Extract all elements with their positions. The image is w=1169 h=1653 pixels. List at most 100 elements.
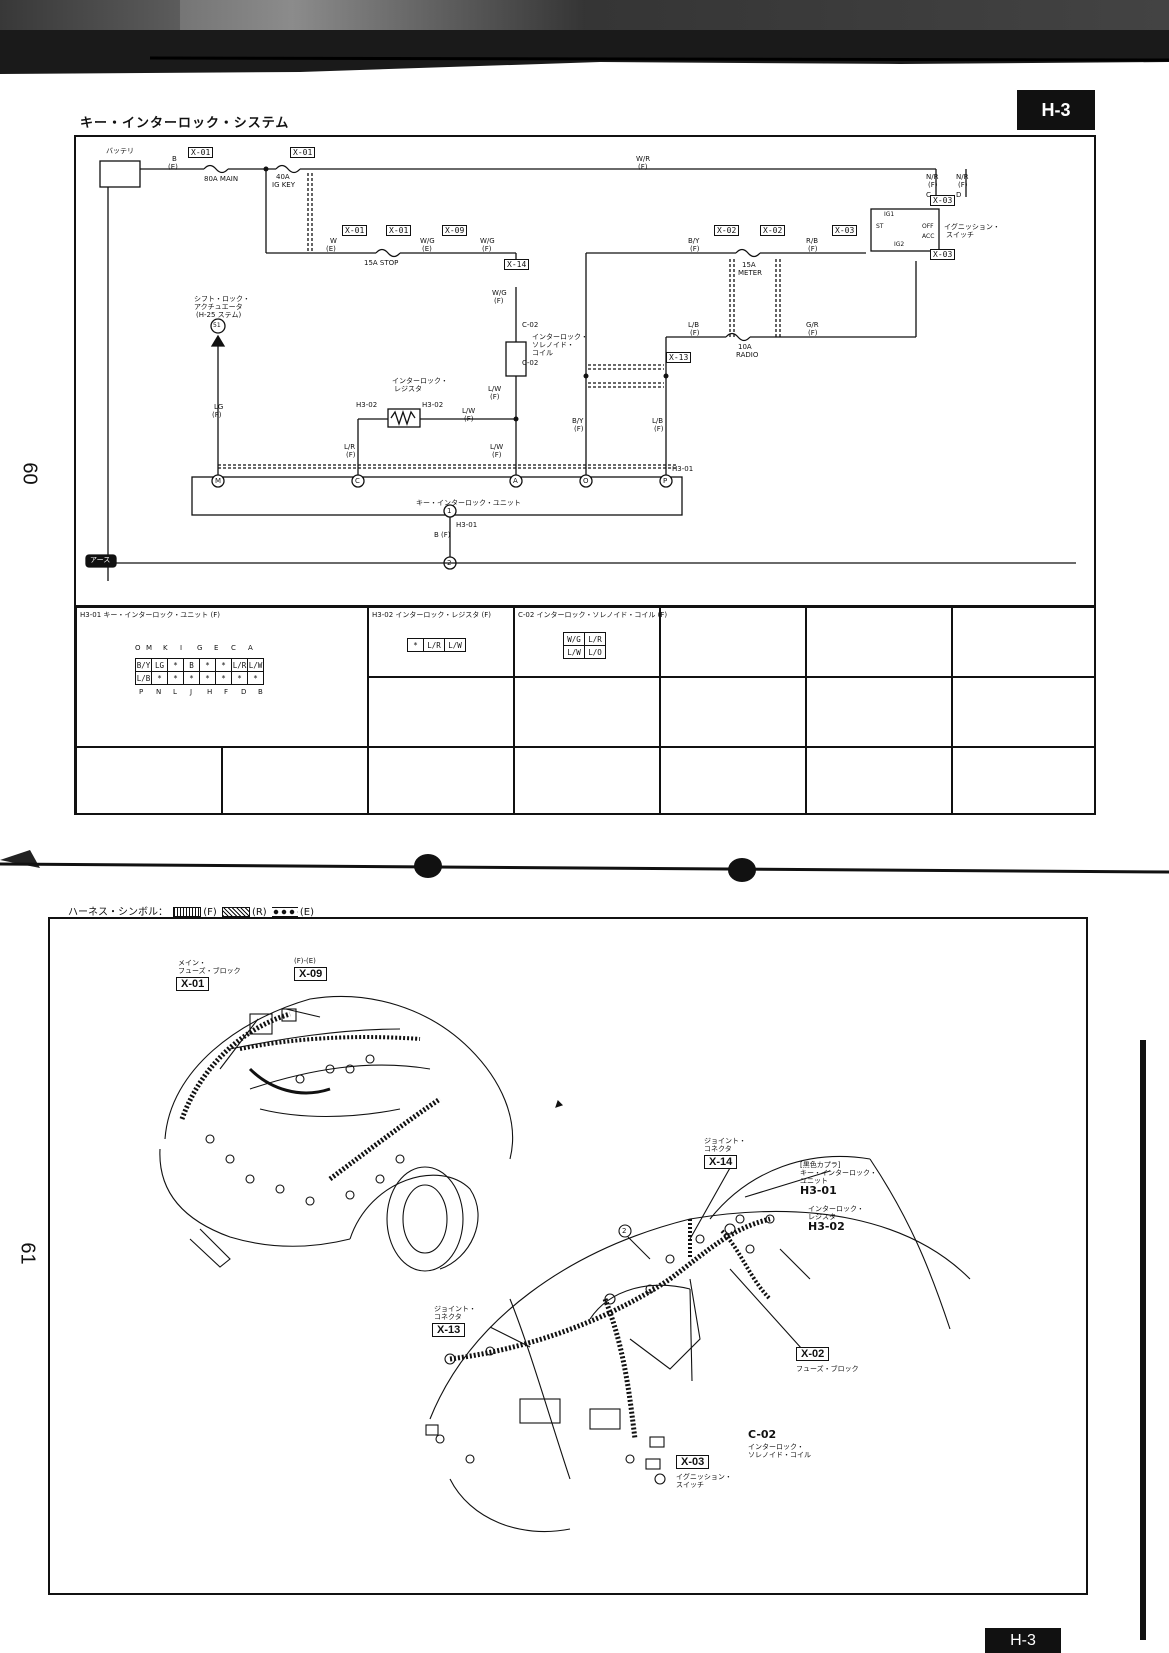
unit-pin-c: C: [355, 477, 360, 485]
page-tab-bottom: H-3: [985, 1628, 1061, 1653]
wire-lr-harness: (F): [346, 451, 356, 459]
c02-row-2: L/W L/O: [563, 645, 606, 659]
switch-term-d: D: [956, 191, 962, 199]
wire-by2-harness: (F): [574, 425, 584, 433]
wire-we-color: W: [330, 237, 337, 245]
wire-lg-harness: (F): [212, 411, 222, 419]
h301-bot-d: D: [241, 688, 247, 696]
callout-x03: X-03: [676, 1455, 710, 1469]
wire-wr-harness: (F): [638, 163, 648, 171]
ground-pin-1: 1: [447, 507, 452, 515]
unit-label: キー・インターロック・ユニット: [416, 499, 521, 507]
wire-lb2-harness: (F): [654, 425, 664, 433]
shift-lock-label-1: シフト・ロック・: [194, 295, 250, 303]
h301-bot-p: P: [139, 688, 144, 696]
h301-caption: H3-01 キー・インターロック・ユニット (F): [80, 611, 220, 619]
c02-cell: L/W: [563, 645, 585, 659]
h301-row-2: L/B * * * * * * *: [135, 671, 264, 685]
c02-harness-caption-1: インターロック・: [748, 1443, 804, 1451]
h301-top-o: O: [135, 644, 141, 652]
wire-by-harness: (F): [690, 245, 700, 253]
connector-x02-a: X-02: [714, 225, 740, 236]
h301-cell: *: [167, 671, 184, 685]
callout-x13: X-13: [432, 1323, 466, 1337]
h301-top-e: E: [214, 644, 219, 652]
cell-empty: [76, 747, 222, 815]
section-title: キー・インターロック・システム: [80, 116, 290, 131]
battery-label: バッテリ: [106, 147, 134, 155]
unit-pin-a: A: [513, 477, 518, 485]
wire-bf: B (F): [434, 531, 451, 539]
fuse-meter-name: METER: [738, 269, 763, 277]
h301-top-k: K: [163, 644, 168, 652]
fuse-radio-name: RADIO: [736, 351, 759, 359]
shift-lock-label-3: (H-25 ステム): [196, 311, 242, 319]
cell-h302: H3-02 インターロック・レジスタ (F) * L/R L/W: [368, 607, 514, 677]
ign-term-ig1: IG1: [884, 211, 895, 218]
cell-empty: [806, 607, 952, 677]
cell-h301: H3-01 キー・インターロック・ユニット (F) B/Y LG * B * *…: [76, 607, 368, 747]
scan-edge-right: [1140, 1040, 1146, 1640]
wire-wgf-color: W/G: [480, 237, 495, 245]
legend-e-swatch: [271, 907, 298, 917]
cell-empty: [952, 747, 1096, 815]
wire-lw3-color: L/W: [490, 443, 504, 451]
h301-cell: B/Y: [135, 658, 152, 672]
h301-cell: *: [167, 658, 184, 672]
h301-top-c: C: [231, 644, 236, 652]
wire-by2-color: B/Y: [572, 417, 584, 425]
h301-harness-caption-3: ユニット: [800, 1177, 828, 1185]
h302-left: H3-02: [356, 401, 378, 409]
h302-cell: L/W: [444, 638, 466, 652]
h301-cell: *: [199, 658, 216, 672]
c02-top: C-02: [522, 321, 539, 329]
page-tab-top: H-3: [1017, 90, 1095, 130]
h301-cell: *: [215, 658, 232, 672]
fuse-main: 80A MAIN: [204, 175, 239, 183]
h301-top-a: A: [248, 644, 253, 652]
shift-lock-label-2: アクチュエータ: [194, 303, 243, 311]
connector-x01-c: X-01: [342, 225, 368, 236]
h301-harness-caption-2: キー・インターロック・: [800, 1169, 877, 1177]
h301-bot-n: N: [156, 688, 162, 696]
callout-x09: X-09: [294, 967, 328, 981]
fuse-meter-amp: 15A: [742, 261, 756, 269]
h301-top-m: M: [146, 644, 153, 652]
wire-lw3-harness: (F): [492, 451, 502, 459]
h301-row-1: B/Y LG * B * * L/R L/W: [135, 658, 264, 672]
shift-lock-number: 51: [213, 322, 221, 329]
unit-pin-o: O: [583, 477, 589, 485]
wire-by-color: B/Y: [688, 237, 700, 245]
legend-e: (E): [299, 907, 315, 918]
fe-caption: (F)-(E): [294, 957, 316, 965]
main-fuse-caption-1: メイン・: [178, 959, 206, 967]
harness-legend: ハーネス・シンボル： (F) (R) (E): [68, 903, 314, 918]
wire-nr1-harness: (F): [928, 181, 938, 189]
c02-bottom: C-02: [522, 359, 539, 367]
connector-table: H3-01 キー・インターロック・ユニット (F) B/Y LG * B * *…: [74, 605, 1096, 815]
cell-empty: [514, 677, 660, 747]
x03-caption-1: イグニッション・: [676, 1473, 732, 1481]
wire-lb2-color: L/B: [652, 417, 664, 425]
h301-ground: H3-01: [456, 521, 478, 529]
h301-unit: H3-01: [672, 465, 694, 473]
fuse-ig-key-name: IG KEY: [272, 181, 296, 189]
wire-rb-color: R/B: [806, 237, 819, 245]
wiring-lines: [85, 160, 1076, 581]
c02-caption: C-02 インターロック・ソレノイド・コイル (F): [518, 611, 668, 619]
unit-pin-m: M: [215, 477, 222, 485]
h302-right: H3-02: [422, 401, 444, 409]
wire-lr-color: L/R: [344, 443, 356, 451]
fuse-ig-key-amp: 40A: [276, 173, 290, 181]
cell-empty: [952, 607, 1096, 677]
wiring-diagram: バッテリ アース X-01 X-01 X-01 X-01 X-09 X-14 X…: [74, 135, 1096, 605]
wire-gr-color: G/R: [806, 321, 819, 329]
h302-cell: *: [407, 638, 424, 652]
ground-pin-2: 2: [447, 559, 452, 567]
callout-h302: H3-02: [808, 1220, 845, 1233]
ignition-label-1: イグニッション・: [944, 223, 1000, 231]
connector-x03-c: X-03: [930, 249, 956, 260]
wire-lb-harness: (F): [690, 329, 700, 337]
h301-harness-caption-1: [黒色カプラ]: [800, 1161, 841, 1169]
